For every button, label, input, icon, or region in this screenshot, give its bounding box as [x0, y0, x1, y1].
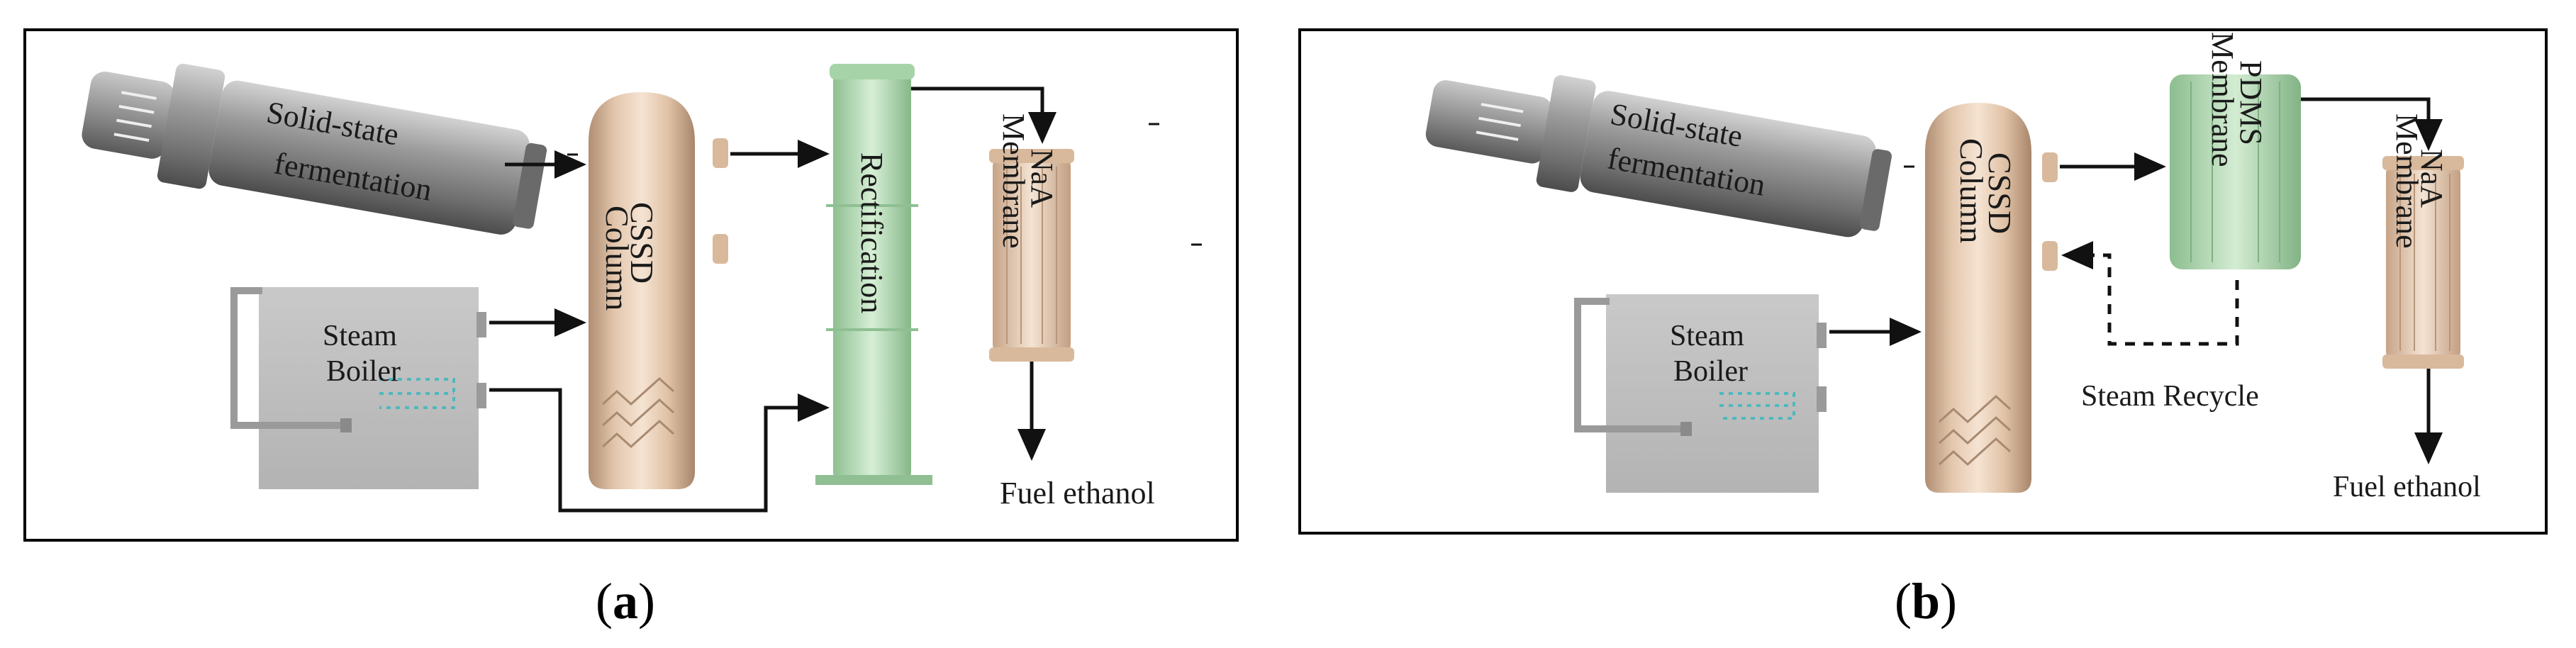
product-a-label: Fuel ethanol: [1000, 476, 1155, 510]
pdms-membrane-b: PDMS Membrane: [2170, 32, 2301, 269]
column-b-label-line2: Column: [1953, 138, 1990, 243]
flow-steam-recycle-b: [2061, 241, 2239, 346]
column-a-label-line2: Column: [599, 206, 635, 311]
cssd-column-a: CSSD Column: [589, 92, 728, 489]
fermenter-a-vent-icon: [113, 91, 157, 142]
boiler-a-label-line2: Boiler: [326, 355, 401, 388]
naa-membrane-b: NaA Membrane: [2382, 113, 2464, 369]
column-b-packing-icon: [1938, 394, 2012, 467]
steam-boiler-a: Steam Boiler: [230, 287, 486, 489]
cssd-column-b: CSSD Column: [1925, 103, 2058, 493]
panel-a: Solid-state fermentation CSSD Column Rec…: [23, 28, 1239, 630]
column-b-label-line1: CSSD: [1982, 152, 2018, 234]
flow-rectification-to-membrane-a: [911, 86, 1056, 144]
caption-a: (a): [596, 573, 655, 630]
boiler-a-label-line1: Steam: [323, 320, 397, 352]
pdms-membrane-b-label-line1: PDMS: [2234, 60, 2268, 145]
product-b-label: Fuel ethanol: [2333, 471, 2481, 503]
flow-lines-b: [1829, 97, 2443, 464]
boiler-b-label-line1: Steam: [1670, 320, 1744, 352]
boiler-b-dotted-coil-icon: [1719, 392, 1795, 420]
rectification-a-label: Rectification: [854, 152, 889, 313]
naa-membrane-b-label-line1: NaA: [2414, 149, 2449, 208]
caption-b: (b): [1895, 573, 1957, 630]
fermenter-b-vent-icon: [1476, 103, 1524, 141]
panel-b: Solid-state fermentation CSSD Column: [1298, 28, 2548, 630]
steam-recycle-label: Steam Recycle: [2081, 380, 2259, 413]
boiler-b-label-line2: Boiler: [1673, 355, 1748, 388]
naa-membrane-a: NaA Membrane: [989, 113, 1074, 362]
fermenter-b: Solid-state fermentation: [1425, 75, 1892, 238]
column-a-packing-icon: [601, 376, 675, 449]
boiler-a-dotted-coil-icon: [379, 378, 455, 409]
naa-membrane-a-label-line1: NaA: [1025, 149, 1059, 208]
naa-membrane-a-label-line2: Membrane: [996, 113, 1031, 249]
rectification-a: Rectification: [815, 64, 932, 485]
flow-lines-a: [489, 86, 1056, 513]
column-a-label-line1: CSSD: [624, 202, 660, 284]
steam-boiler-b: Steam Boiler: [1574, 294, 1827, 493]
naa-membrane-b-label-line2: Membrane: [2390, 113, 2424, 249]
small-marks-a: [567, 123, 1202, 246]
flow-pdms-to-naa-b: [2301, 97, 2443, 151]
flow-boiler-to-rectification-a: [489, 388, 830, 513]
pdms-membrane-b-label-line2: Membrane: [2205, 32, 2240, 167]
